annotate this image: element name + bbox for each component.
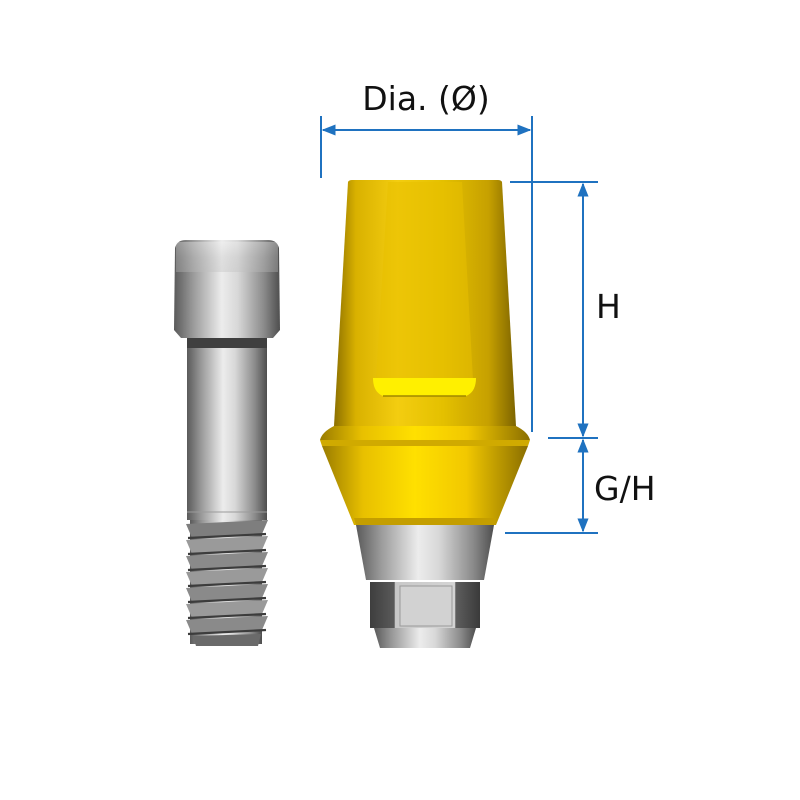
- height-label: H: [596, 287, 621, 326]
- abutment: [320, 180, 530, 648]
- diameter-label: Dia. (Ø): [362, 79, 490, 118]
- abutment-screw: [174, 240, 280, 646]
- screw-threads: [186, 520, 268, 646]
- gingival-height-label: G/H: [594, 469, 656, 508]
- dimension-lines: [320, 116, 598, 534]
